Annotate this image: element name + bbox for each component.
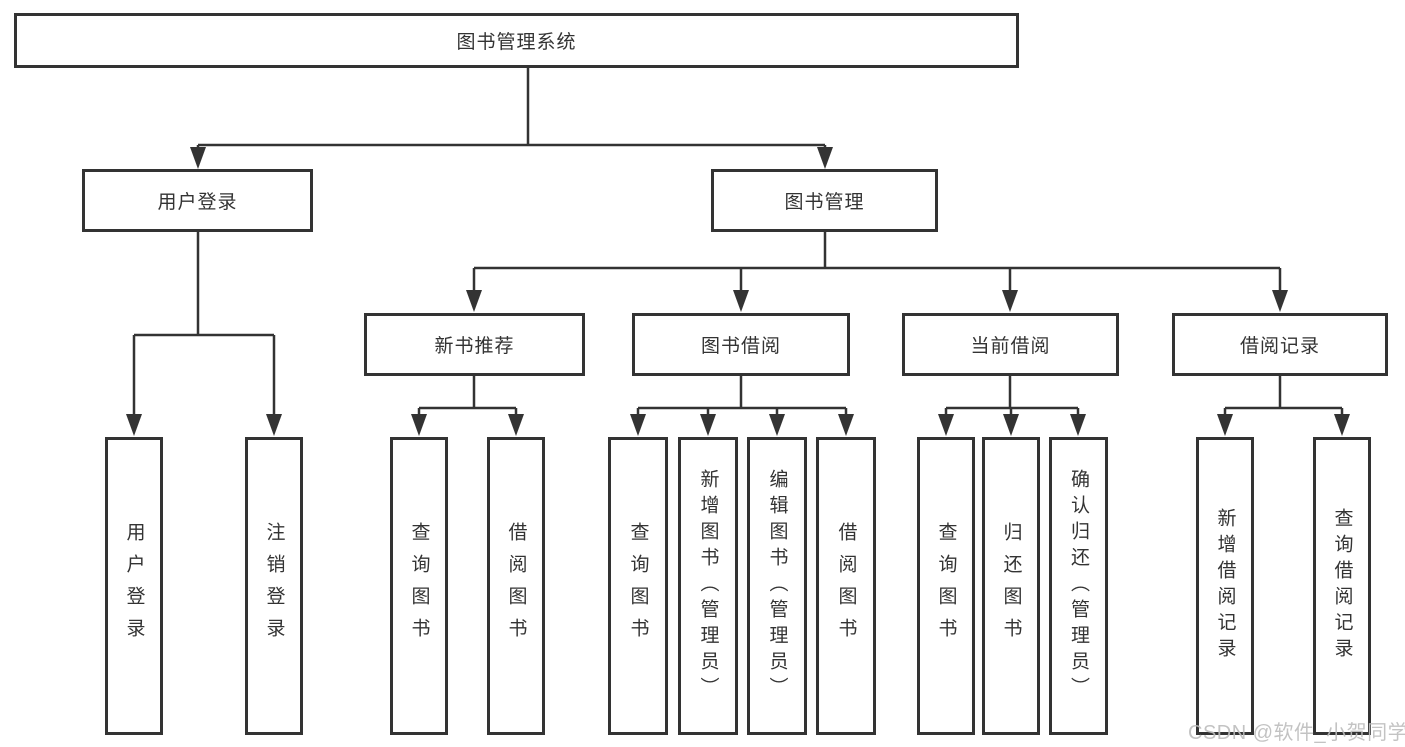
connector-paths: [132, 68, 1344, 416]
arrowhead: [838, 414, 854, 436]
node-label: 查询借阅记录: [1331, 508, 1353, 664]
leaf-borrow-books: 借阅图书: [487, 437, 545, 735]
arrowhead: [190, 147, 206, 169]
leaf-user-login: 用户登录: [105, 437, 163, 735]
leaf-add-borrow-record: 新增借阅记录: [1196, 437, 1254, 735]
node-label: 确认归还（管理员）: [1068, 469, 1089, 703]
arrowhead: [466, 290, 482, 312]
leaf-query-books: 查询图书: [917, 437, 975, 735]
leaf-return-books: 归还图书: [982, 437, 1040, 735]
arrowhead: [1002, 290, 1018, 312]
node-user-login: 用户登录: [82, 169, 313, 232]
arrowhead: [1272, 290, 1288, 312]
node-label: 图书管理: [784, 192, 865, 213]
leaf-edit-books-admin: 编辑图书（管理员）: [747, 437, 807, 735]
arrowhead: [769, 414, 785, 436]
node-book-borrow: 图书借阅: [632, 313, 850, 376]
node-label: 新增图书（管理员）: [697, 469, 719, 703]
watermark: CSDN @软件_小贺同学: [1188, 722, 1405, 744]
arrowhead: [700, 414, 716, 436]
node-label: 借阅图书: [835, 522, 857, 650]
arrowhead: [266, 414, 282, 436]
arrowhead: [1070, 414, 1086, 436]
node-borrow-records: 借阅记录: [1172, 313, 1388, 376]
node-label: 当前借阅: [970, 336, 1051, 357]
arrowhead: [508, 414, 524, 436]
arrowhead: [938, 414, 954, 436]
leaf-add-books-admin: 新增图书（管理员）: [678, 437, 738, 735]
arrowhead: [733, 290, 749, 312]
connector-borrow-records-to-leaves: [1223, 376, 1344, 416]
node-label: 归还图书: [1000, 522, 1022, 650]
node-label: 新书推荐: [434, 336, 515, 357]
node-label: 查询图书: [935, 522, 957, 650]
node-label: 查询图书: [627, 522, 649, 650]
leaf-borrow-books: 借阅图书: [816, 437, 876, 735]
node-label: 借阅记录: [1239, 336, 1320, 357]
leaf-logout: 注销登录: [245, 437, 303, 735]
arrowhead: [817, 147, 833, 169]
node-label: 借阅图书: [505, 522, 527, 650]
node-label: 用户登录: [123, 522, 145, 650]
arrowhead: [1217, 414, 1233, 436]
node-current-borrow: 当前借阅: [902, 313, 1119, 376]
leaf-query-borrow-record: 查询借阅记录: [1313, 437, 1371, 735]
leaf-query-books: 查询图书: [608, 437, 668, 735]
connector-current-borrow-to-leaves: [944, 376, 1080, 416]
connector-user-login-to-leaves: [132, 232, 276, 416]
node-library-system: 图书管理系统: [14, 13, 1019, 68]
node-label: 图书管理系统: [456, 32, 577, 53]
node-label: 新增借阅记录: [1214, 508, 1236, 664]
connector-new-book-to-leaves: [417, 376, 518, 416]
leaf-confirm-return-admin: 确认归还（管理员）: [1049, 437, 1108, 735]
arrowhead: [630, 414, 646, 436]
connector-root-to-level2: [196, 68, 827, 152]
node-label: 注销登录: [263, 522, 285, 650]
node-label: 用户登录: [157, 192, 238, 213]
arrowhead: [1334, 414, 1350, 436]
arrowhead: [126, 414, 142, 436]
node-book-management: 图书管理: [711, 169, 938, 232]
arrowhead: [1003, 414, 1019, 436]
node-label: 编辑图书（管理员）: [766, 469, 788, 703]
arrowheads: [126, 147, 1350, 436]
connector-book-borrow-to-leaves: [636, 376, 848, 416]
arrowhead: [411, 414, 427, 436]
leaf-query-books: 查询图书: [390, 437, 448, 735]
node-label: 图书借阅: [700, 336, 781, 357]
node-new-book-recommend: 新书推荐: [364, 313, 585, 376]
node-label: 查询图书: [408, 522, 430, 650]
connector-book-mgmt-to-level3: [472, 232, 1282, 292]
